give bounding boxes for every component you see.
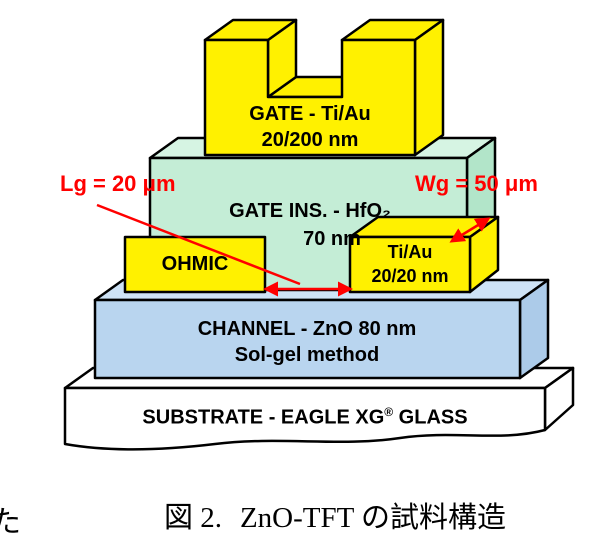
ohmic-contact-label: OHMIC: [161, 253, 229, 275]
device-structure-diagram: [63, 18, 575, 451]
substrate-label-text: SUBSTRATE - EAGLE XG: [142, 406, 385, 429]
channel-label-line1: CHANNEL - ZnO 80 nm: [197, 318, 417, 340]
ohmic-contact-front-face: [123, 235, 267, 294]
clipped-text-fragment: た: [0, 506, 21, 539]
substrate-label-suffix: GLASS: [393, 406, 468, 429]
gate-length-leader-line: [96, 203, 301, 286]
gate-side-face: [413, 18, 445, 157]
channel-label-line2: Sol-gel method: [234, 344, 380, 366]
substrate-front-face: [63, 386, 547, 451]
right-contact-front-face: [348, 235, 472, 294]
channel-label: CHANNEL - ZnO 80 nm Sol-gel method: [107, 316, 507, 368]
gate-front-face: [203, 38, 417, 157]
gate-width-arrow: [449, 217, 491, 243]
figure-number: 図 2.: [163, 502, 222, 534]
gate-width-annotation: Wg = 50 μm: [415, 171, 538, 196]
gate-label-line2: 20/200 nm: [261, 129, 359, 151]
right-contact-label-line1: Ti/Au: [387, 242, 433, 262]
figure-caption: 図 2. ZnO-TFT の試料構造: [60, 494, 610, 536]
channel-front-face: [93, 298, 522, 380]
right-contact-label: Ti/Au 20/20 nm: [350, 240, 470, 288]
registered-trademark-symbol: ®: [384, 405, 394, 419]
gate-insulator-label: GATE INS. - HfO₂: [229, 200, 391, 222]
gate-label-line1: GATE - Ti/Au: [249, 103, 371, 125]
right-contact-label-line2: 20/20 nm: [371, 266, 449, 286]
gate-label: GATE - Ti/Au 20/200 nm: [205, 101, 415, 153]
gate-length-annotation: Lg = 20 μm: [60, 171, 176, 196]
figure-title: ZnO-TFT の試料構造: [239, 502, 507, 534]
gate-insulator-thickness-label: 70 nm: [303, 228, 361, 250]
substrate-label: SUBSTRATE - EAGLE XG® GLASS: [75, 401, 535, 429]
